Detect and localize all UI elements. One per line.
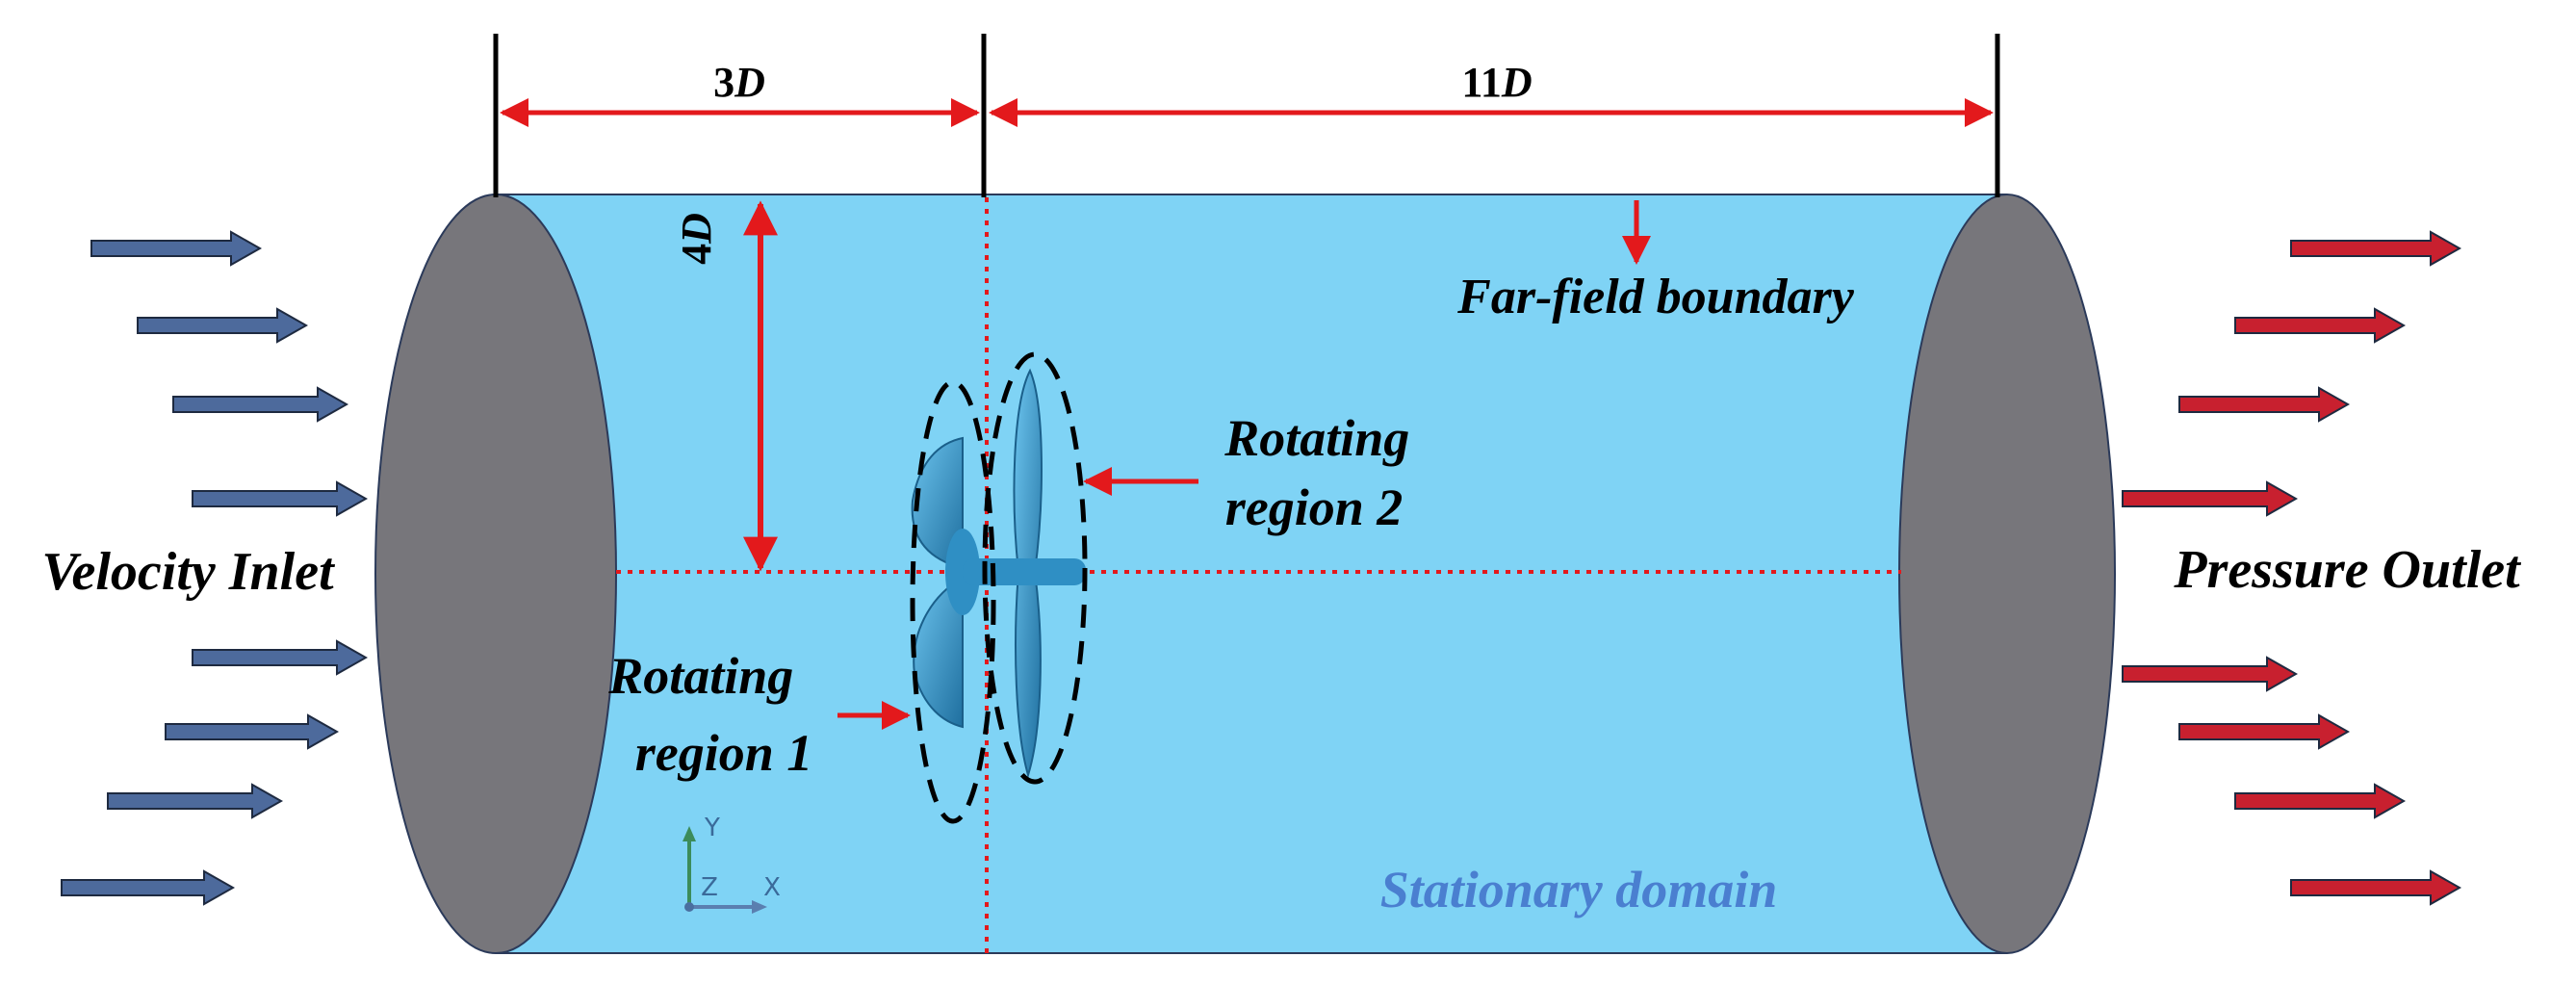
outlet-flow-arrow-7: [2234, 783, 2407, 819]
inlet-flow-arrow-3: [172, 386, 349, 423]
axis-z-label: Z: [701, 873, 718, 902]
inlet-flow-arrow-1: [90, 230, 263, 267]
outlet-end-cap: [1898, 194, 2116, 954]
outlet-flow-arrow-3: [2178, 386, 2351, 423]
axis-y-label: Y: [704, 814, 720, 842]
dim-11d-label: 11D: [1461, 59, 1532, 106]
outlet-flow-arrow-5: [2122, 656, 2299, 692]
outlet-flow-arrows: [2122, 230, 2462, 906]
propeller-shaft: [963, 558, 1086, 585]
inlet-flow-arrow-7: [107, 783, 284, 819]
dim-4d-label: 4D: [673, 213, 720, 265]
velocity-inlet-label: Velocity Inlet: [41, 542, 335, 602]
inlet-flow-arrow-2: [137, 307, 309, 344]
dim-3d-label: 3D: [713, 59, 765, 106]
coordinate-axes: Y Z X: [683, 814, 781, 914]
rotor-1-blade-upper: [911, 436, 964, 570]
inlet-flow-arrow-4: [192, 480, 369, 517]
rotating-region-1-outline: [910, 379, 996, 824]
rotating-region-2-label: Rotating region 2: [1224, 409, 1423, 536]
rotating-region-1-label: Rotating region 1: [607, 647, 812, 782]
far-field-label: Far-field boundary: [1456, 270, 1855, 324]
inlet-flow-arrow-5: [192, 639, 369, 676]
stationary-domain-label: Stationary domain: [1380, 861, 1778, 918]
inlet-flow-arrows: [61, 230, 369, 906]
pressure-outlet-label: Pressure Outlet: [2173, 540, 2521, 600]
outlet-flow-arrow-4: [2122, 480, 2299, 517]
outlet-flow-arrow-1: [2290, 230, 2462, 267]
inlet-flow-arrow-8: [61, 869, 236, 906]
outlet-flow-arrow-2: [2234, 307, 2407, 344]
rotating-region-2-outline: [982, 351, 1088, 785]
inlet-flow-arrow-6: [165, 713, 340, 750]
axis-x-label: X: [763, 873, 781, 902]
outlet-flow-arrow-6: [2178, 713, 2351, 750]
inlet-end-cap: [374, 194, 617, 954]
outlet-flow-arrow-8: [2290, 869, 2462, 906]
